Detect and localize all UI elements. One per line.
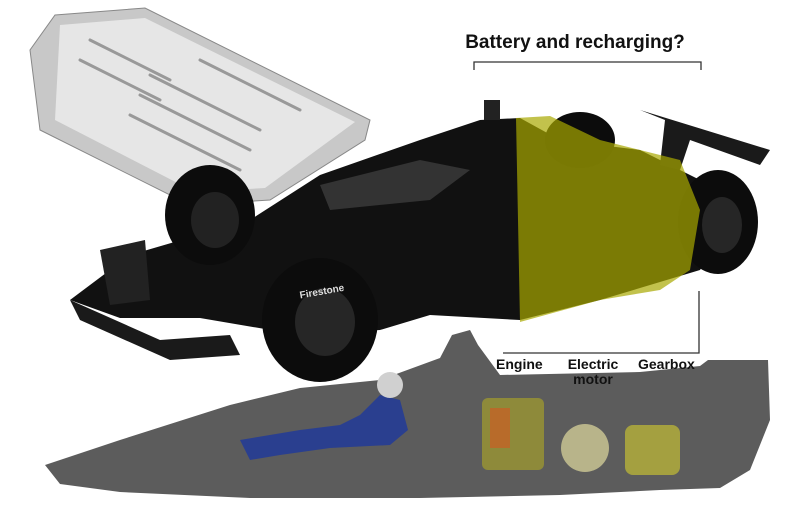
powertrain-bracket [503, 291, 700, 354]
gearbox-label: Gearbox [638, 356, 695, 372]
electric-motor-label-line1: Electric [567, 356, 619, 372]
battery-recharging-title: Battery and recharging? [465, 32, 685, 53]
tire-rear-right [678, 170, 758, 274]
engine-component [482, 398, 544, 470]
powertrain-highlight [516, 116, 700, 322]
battery-bracket [473, 61, 702, 70]
engine-label: Engine [496, 356, 543, 372]
electric-motor-component [561, 424, 609, 472]
gearbox-component [625, 425, 680, 475]
driver-figure [240, 372, 408, 460]
tire-front-left [165, 165, 255, 265]
electric-motor-label-line2: motor [573, 371, 613, 387]
tire-front-right [262, 258, 378, 382]
electric-motor-label: Electric motor [563, 357, 623, 387]
battery-plate [29, 7, 371, 206]
